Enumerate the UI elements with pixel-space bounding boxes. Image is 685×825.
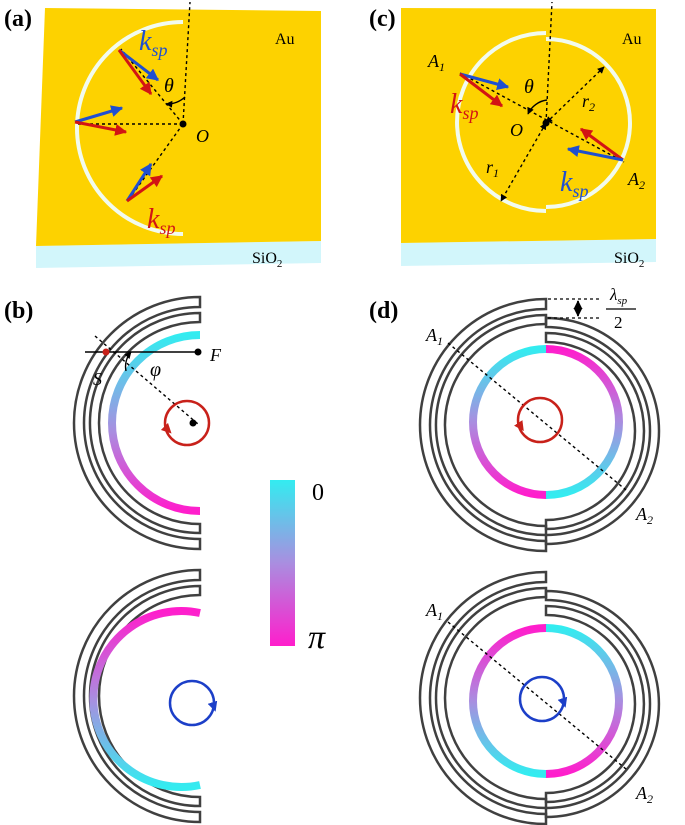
panel-d-top-a1-label: A1 xyxy=(425,325,443,348)
panel-d-top-right-inner-ring xyxy=(544,331,646,531)
panel-d-top-phase-right xyxy=(545,345,623,499)
panel-d: (d) λsp 2 A1 A2 A1 A2 xyxy=(369,285,661,825)
panel-a-material-top: Au xyxy=(275,31,295,48)
panel-c-k-label-left: ksp xyxy=(450,89,478,123)
panel-b-lower-phase-arc xyxy=(89,607,201,791)
panel-a-theta-arc xyxy=(165,96,186,108)
panel-c-material-bottom: SiO2 xyxy=(614,250,644,270)
panel-a-theta-label: θ xyxy=(164,75,174,97)
panel-a-substrate-side xyxy=(36,241,321,268)
panel-b-upper-outer-ring xyxy=(72,295,202,551)
panel-a: (a) Au SiO2 ksp ksp θ O xyxy=(4,1,321,270)
panel-a-k-arrow-red-bottom xyxy=(126,174,163,203)
panel-d-top-ccw-circle xyxy=(516,396,564,444)
panel-b-upper-inner-ring xyxy=(88,311,202,535)
panel-d-bottom-a1-label: A1 xyxy=(425,600,443,623)
panel-b-cw-circle xyxy=(168,679,216,727)
panel-d-tag: (d) xyxy=(369,298,398,324)
panel-d-top-diameter-line xyxy=(447,342,627,491)
panel-b-center-dot xyxy=(189,419,197,427)
panel-c-theta-arc xyxy=(527,99,548,115)
panel-c-r2-arrow xyxy=(545,66,605,124)
panel-c-substrate-side xyxy=(401,239,656,266)
panel-a-normal-line xyxy=(182,1,191,125)
panel-a-k-label-bottom: ksp xyxy=(147,204,175,238)
panel-d-top-left-outer-ring xyxy=(418,297,548,553)
panel-a-material-bottom: SiO2 xyxy=(252,250,282,270)
panel-d-bottom-phase-right xyxy=(545,624,623,778)
panel-d-lambda-den: 2 xyxy=(614,313,623,332)
panel-b-upper-phase-arc xyxy=(108,331,201,515)
phase-colorbar: 0 π xyxy=(270,480,326,656)
panel-d-bottom-left-outer-ring xyxy=(418,570,548,825)
panel-a-k-arrow-red-mid xyxy=(74,120,128,136)
panel-c-r1-label: r1 xyxy=(486,157,499,180)
panel-d-top-phase-left xyxy=(469,345,547,499)
panel-a-k-arrow-blue-top xyxy=(118,48,159,82)
colorbar-top-label: 0 xyxy=(312,480,324,506)
panel-d-bottom-cw-arrow-icon xyxy=(557,696,568,708)
panel-c-slit-outer xyxy=(545,37,632,209)
panel-a-k-arrow-blue-mid xyxy=(74,105,124,124)
panel-b-ccw-arrow-icon xyxy=(160,422,172,434)
panel-b-source-line xyxy=(94,335,199,425)
panel-d-bottom-right-outer-ring xyxy=(544,589,661,819)
panel-c-r2-label: r2 xyxy=(582,91,595,114)
panel-c: (c) Au SiO2 A1 A2 θ O r1 r2 ksp ksp xyxy=(369,1,656,270)
panel-c-origin-label: O xyxy=(510,120,523,140)
panel-a-k-label-top: ksp xyxy=(139,26,167,60)
panel-a-radius-top xyxy=(120,48,184,125)
panel-d-lambda-num: λsp xyxy=(609,285,628,307)
panel-b-cw-arrow-icon xyxy=(207,700,218,712)
panel-b-source-label: S xyxy=(93,369,102,389)
panel-c-k-label-right: ksp xyxy=(560,167,588,201)
panel-d-bottom-a2-label: A2 xyxy=(635,783,653,806)
panel-c-origin-dot xyxy=(542,119,550,127)
panel-a-tag: (a) xyxy=(4,6,32,32)
panel-c-k-arrow-blue-right xyxy=(566,145,624,162)
panel-a-k-arrow-blue-bottom xyxy=(125,162,153,202)
panel-b-ccw-circle xyxy=(163,399,211,447)
colorbar-gradient xyxy=(270,480,295,646)
panel-d-bottom-phase-left xyxy=(469,624,547,778)
panel-b-phi-label: φ xyxy=(150,359,161,381)
panel-a-slit xyxy=(75,20,184,236)
panel-c-diameter-line xyxy=(459,72,625,163)
panel-c-k-arrow-red-right xyxy=(580,127,624,162)
panel-b-tag: (b) xyxy=(4,298,33,324)
panel-a-k-arrow-red-top xyxy=(117,49,153,95)
panel-c-theta-label: θ xyxy=(524,76,534,98)
panel-c-k-arrow-red-left xyxy=(459,72,503,108)
panel-b: (b) S F φ xyxy=(4,295,222,824)
panel-a-gold-film xyxy=(36,8,321,246)
panel-b-focus-label: F xyxy=(209,345,222,365)
panel-b-lower-outer-ring xyxy=(72,568,202,824)
panel-b-phi-arc xyxy=(124,351,132,372)
panel-d-bottom-right-inner-ring xyxy=(544,604,646,804)
panel-d-top-right-outer-ring xyxy=(544,316,661,546)
panel-d-bottom-diameter-line xyxy=(447,621,627,770)
panel-c-material-top: Au xyxy=(622,31,642,48)
panel-d-top-a2-label: A2 xyxy=(635,504,653,527)
panel-c-a1-label: A1 xyxy=(427,51,445,74)
panel-c-tag: (c) xyxy=(369,6,396,32)
panel-a-origin-dot xyxy=(179,120,187,128)
panel-c-k-arrow-blue-left xyxy=(459,72,510,90)
panel-a-origin-label: O xyxy=(196,126,209,146)
panel-d-top-ccw-arrow-icon xyxy=(514,420,524,432)
panel-b-source-dot xyxy=(102,348,110,356)
panel-b-focus-dot xyxy=(194,348,202,356)
panel-c-a2-label: A2 xyxy=(627,169,645,192)
colorbar-bottom-label: π xyxy=(308,619,326,656)
